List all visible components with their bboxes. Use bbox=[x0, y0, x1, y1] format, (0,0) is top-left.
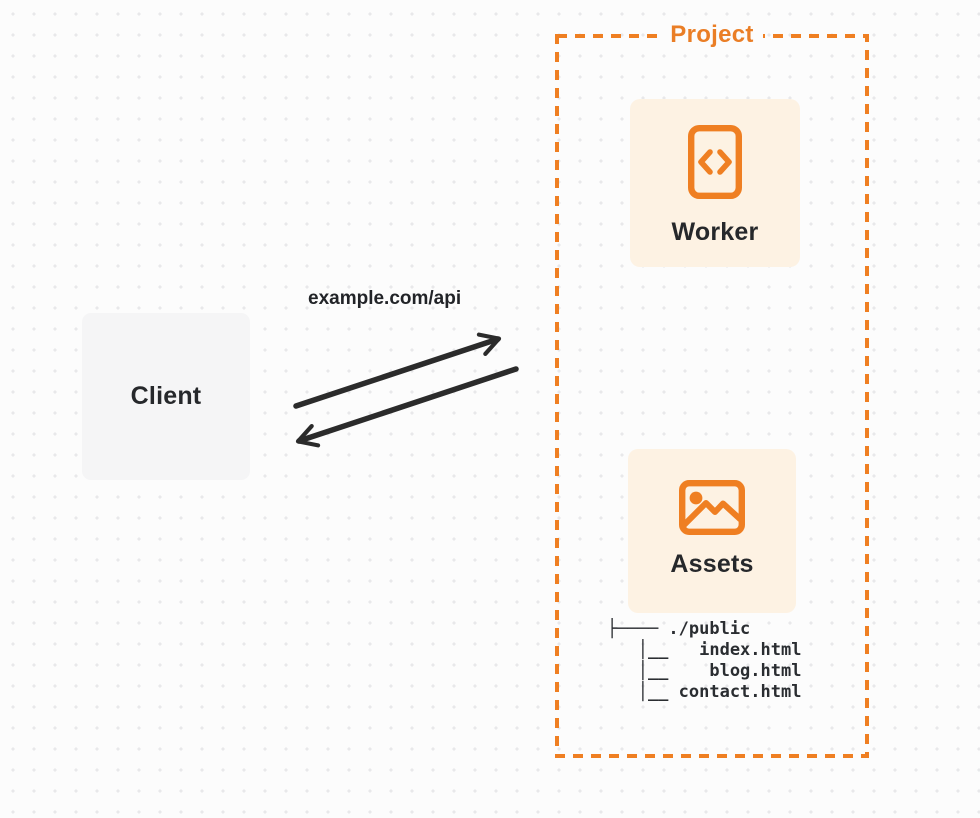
project-title: Project bbox=[661, 21, 763, 49]
file-tree-line-blog: │__ blog.html bbox=[607, 661, 802, 681]
assets-label: Assets bbox=[670, 550, 754, 578]
project-group: Project bbox=[556, 21, 868, 49]
request-url-label: example.com/api bbox=[308, 288, 462, 309]
worker-node: Worker bbox=[630, 99, 800, 267]
client-label: Client bbox=[130, 382, 202, 410]
assets-node: Assets bbox=[628, 449, 796, 613]
image-icon bbox=[679, 480, 745, 535]
code-file-icon bbox=[688, 125, 742, 199]
file-tree-line-public: ├──── ./public bbox=[607, 619, 751, 639]
response-arrow bbox=[295, 366, 519, 448]
client-node: Client bbox=[82, 313, 250, 480]
file-tree-line-contact: │__ contact.html bbox=[607, 682, 802, 702]
request-arrow bbox=[293, 332, 502, 409]
worker-label: Worker bbox=[671, 218, 759, 246]
assets-file-tree: ├──── ./public │__ index.html │__ blog.h… bbox=[607, 619, 801, 703]
file-tree-line-index: │__ index.html bbox=[607, 640, 802, 660]
